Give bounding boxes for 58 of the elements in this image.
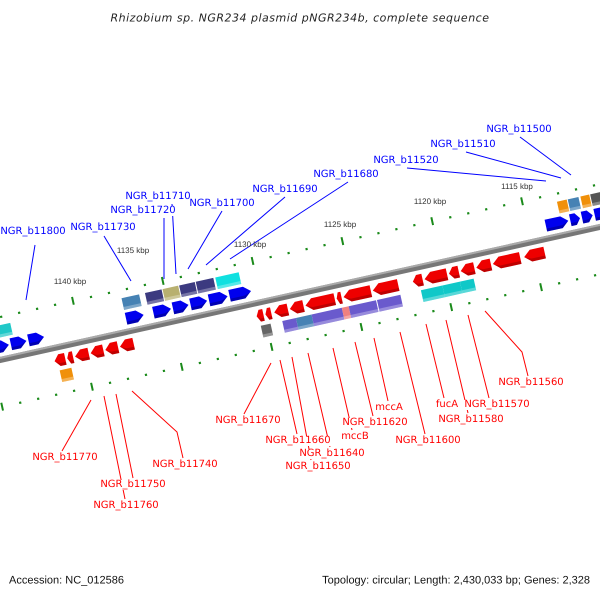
gene-label: NGR_b11700 [188,199,256,209]
gene-label: NGR_b11640 [298,449,366,459]
leader-line [484,310,528,376]
gene-label: NGR_b11500 [485,125,553,135]
scale-label: 1120 kbp [414,198,446,206]
scale-label: 1125 kbp [324,221,356,229]
gene-label: mccB [340,432,370,442]
gene-label: NGR_b11750 [99,480,167,490]
leader-line [172,204,176,274]
leader-line [116,394,134,478]
gene-label: NGR_b11560 [497,378,565,388]
leader-line [62,400,92,452]
gene-label: NGR_b11620 [341,418,409,428]
gene-label: NGR_b11770 [31,453,99,463]
leader-line [466,152,562,178]
leader-line [244,362,272,414]
scale-label: 1115 kbp [501,183,533,191]
leader-line [426,324,444,398]
leader-line [26,244,36,300]
leader-line [206,196,286,266]
map-title: Rhizobium sp. NGR234 plasmid pNGR234b, complete sequence [110,12,490,24]
leader-line [308,352,330,448]
leader-line [520,136,572,176]
leader-line [280,360,298,434]
gene-label: NGR_b11760 [92,501,160,511]
gene-label: NGR_b11580 [437,415,505,425]
gene-label: NGR_b11600 [394,436,462,446]
gene-label: fucA [434,400,460,410]
leader-line [104,236,132,282]
leader-line [354,342,374,416]
gene-label: NGR_b11660 [264,436,332,446]
gene-label: NGR_b11720 [109,206,177,216]
summary-text: Topology: circular; Length: 2,430,033 bp; Genes: 2,328 [322,576,590,586]
gene-label: NGR_b11740 [151,460,219,470]
scale-label: 1135 kbp [116,247,150,255]
leader-line [406,168,546,182]
gene-label: NGR_b11520 [372,156,440,166]
leader-line [400,332,426,434]
scale-label: 1130 kbp [234,241,266,249]
leader-line [188,210,222,270]
gene-label: NGR_b11670 [214,416,282,426]
leader-line [446,320,468,414]
leader-line [374,338,388,402]
gene-label: NGR_b11800 [0,227,67,237]
accession-text: Accession: NC_012586 [9,576,124,586]
gene-label: NGR_b11680 [312,170,380,180]
gene-label: NGR_b11690 [251,185,319,195]
scale-label: 1140 kbp [54,278,86,286]
gene-label: NGR_b11650 [284,462,352,472]
leader-line [132,390,184,458]
gene-label: NGR_b11510 [429,140,497,150]
leader-line [104,396,126,500]
leader-line [332,348,352,430]
gene-label: NGR_b11730 [69,223,137,233]
leader-line [230,182,348,260]
gene-label: mccA [374,403,404,413]
leader-line [468,314,490,398]
gene-label: NGR_b11570 [463,400,531,410]
